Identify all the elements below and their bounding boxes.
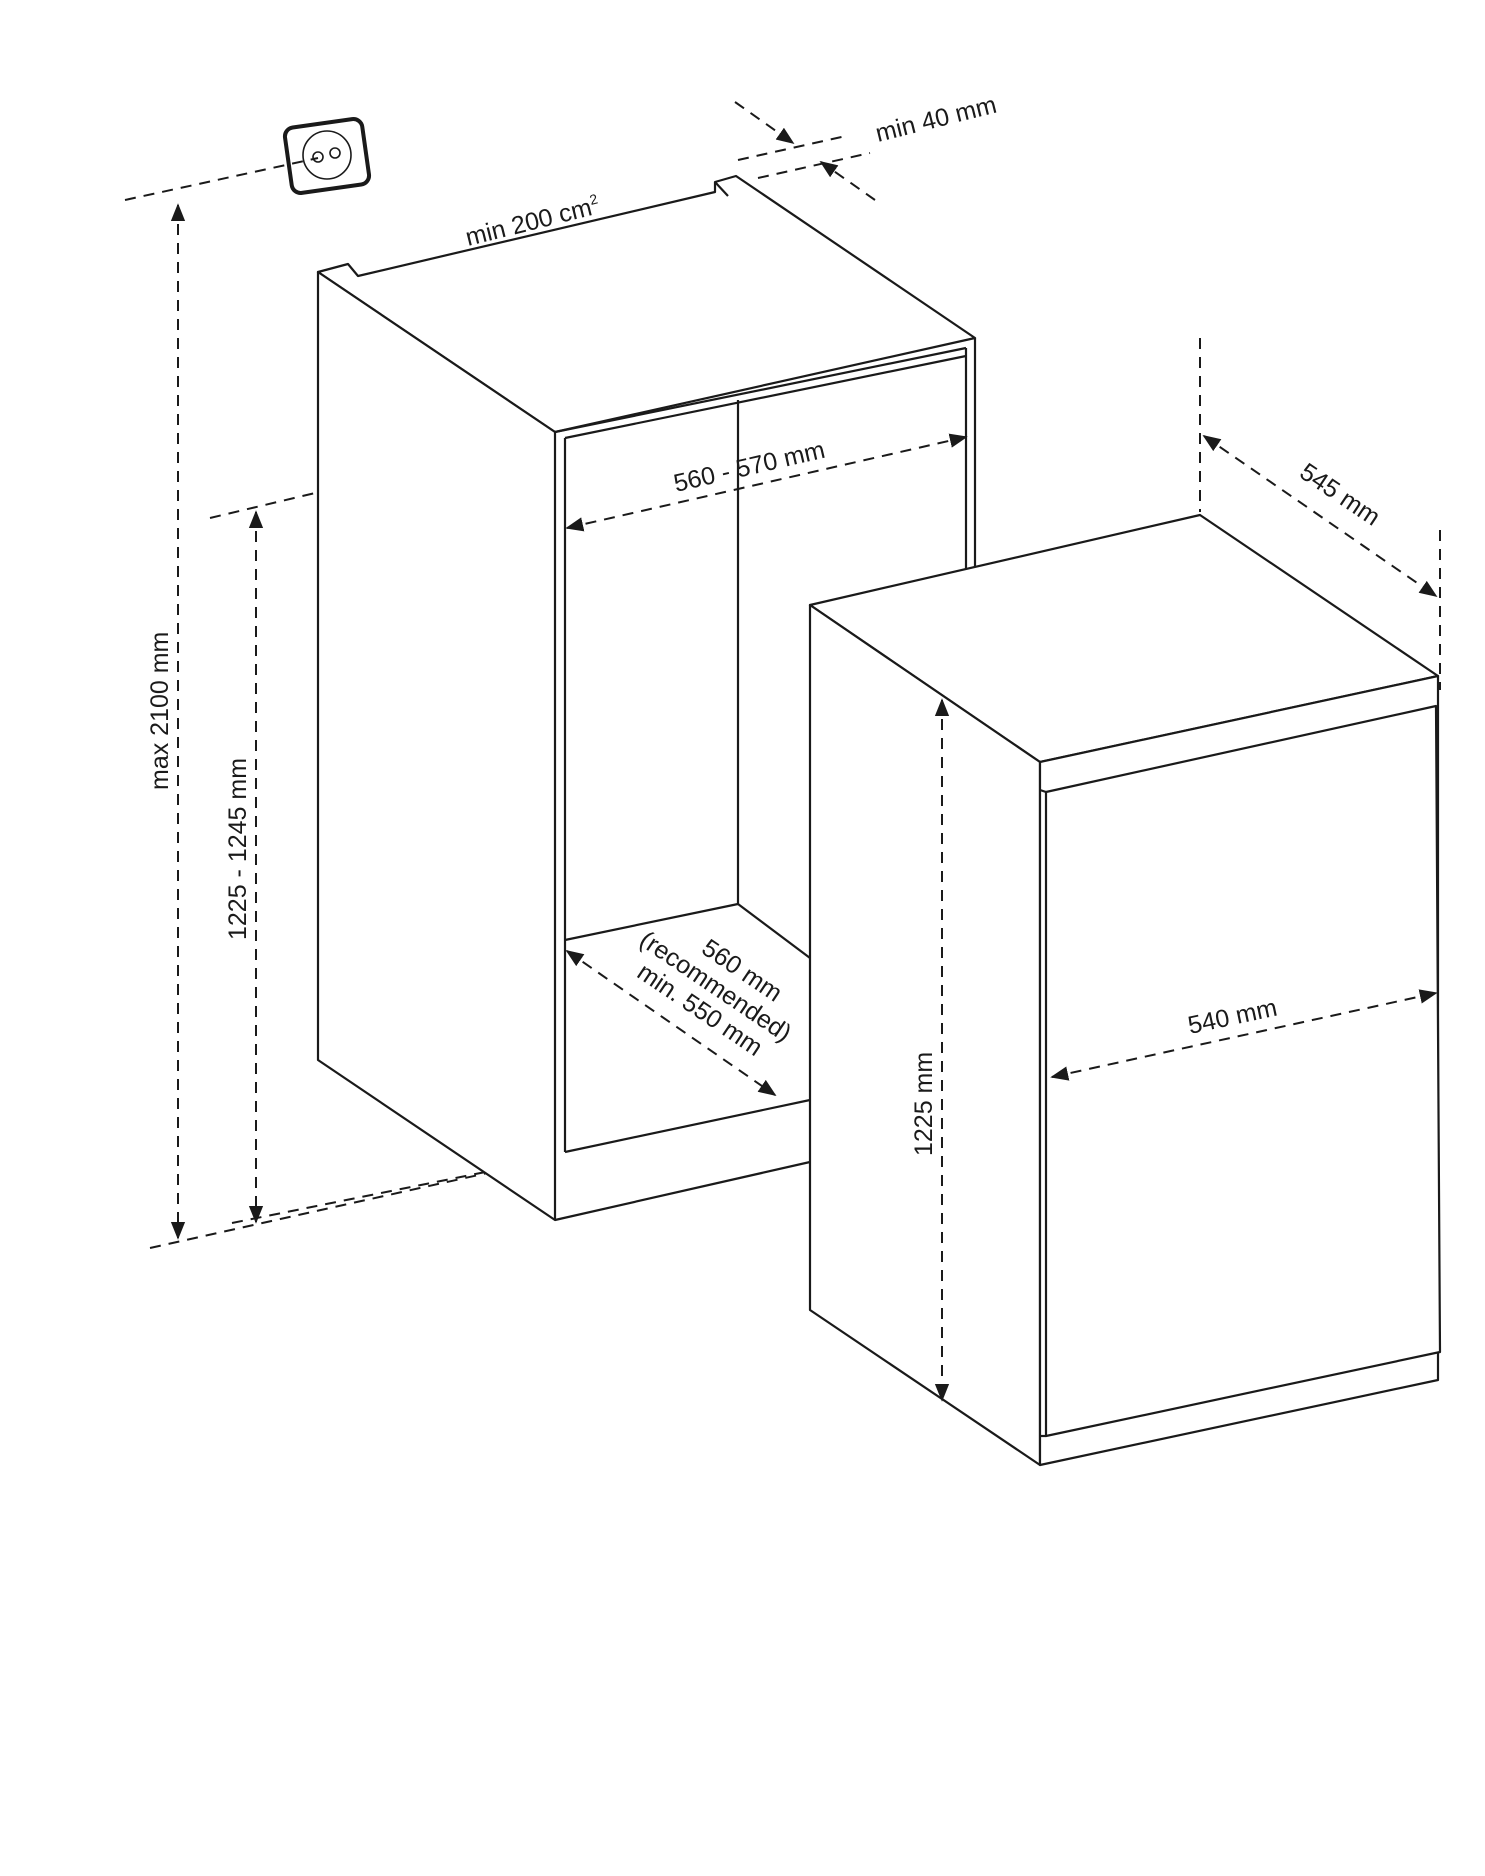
power-socket-icon	[282, 117, 372, 195]
appliance-width-dimension	[1050, 989, 1438, 1081]
top-clearance-label: min 40 mm	[873, 91, 1000, 148]
appliance-depth-label: 545 mm	[1295, 458, 1386, 532]
niche-width-label: 560 - 570 mm	[671, 436, 828, 498]
refrigerator-appliance	[808, 513, 1442, 1467]
cabinet-niche	[316, 174, 977, 1222]
appliance-depth-dimension	[1199, 338, 1441, 690]
niche-depth-dimension	[565, 949, 777, 1097]
niche-depth-label: 560 mm (recommended) min. 550 mm	[632, 926, 796, 1062]
top-clearance-dimension	[734, 101, 876, 201]
appliance-height-label: 1225 mm	[910, 1052, 938, 1156]
niche-height-label: 1225 - 1245 mm	[224, 758, 252, 940]
max-height-label: max 2100 mm	[146, 632, 174, 790]
